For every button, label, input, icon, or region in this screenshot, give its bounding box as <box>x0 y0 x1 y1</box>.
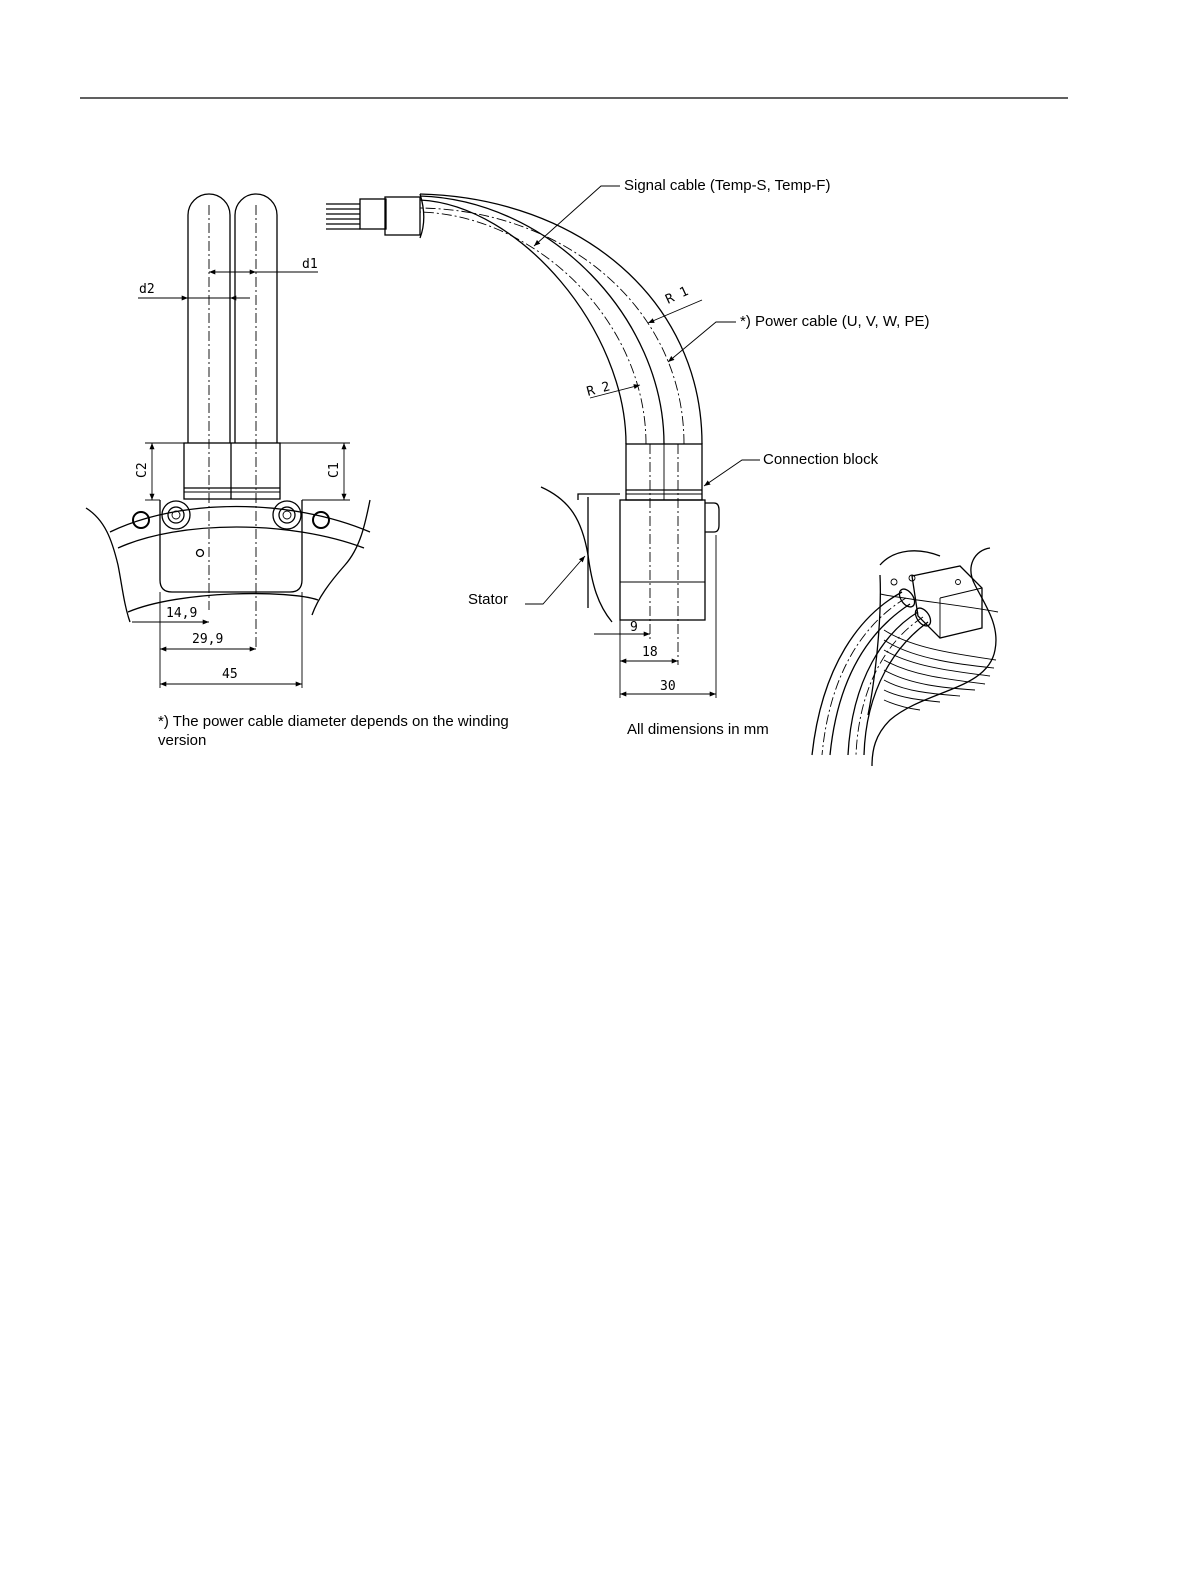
dim-c2: C2 <box>135 462 150 478</box>
dim-30: 30 <box>660 679 676 694</box>
signal-cable-leader <box>534 186 620 246</box>
footnote-line-1: *) The power cable diameter depends on t… <box>158 713 509 730</box>
power-cable-label: *) Power cable (U, V, W, PE) <box>740 313 930 330</box>
dim-9: 9 <box>630 620 638 635</box>
connection-block-label: Connection block <box>763 451 879 468</box>
power-cable-leader <box>668 322 736 362</box>
isometric-view <box>812 548 998 766</box>
dim-d1: d1 <box>302 257 318 272</box>
signal-cable-label: Signal cable (Temp-S, Temp-F) <box>624 177 830 194</box>
front-view <box>86 194 370 688</box>
units-note: All dimensions in mm <box>627 721 769 738</box>
dim-45: 45 <box>222 667 238 682</box>
footnote-line-2: version <box>158 732 206 749</box>
dim-c1: C1 <box>327 462 342 478</box>
dim-r1: R 1 <box>663 284 691 308</box>
connection-block-leader <box>704 460 760 486</box>
dim-d2: d2 <box>139 282 155 297</box>
stator-label: Stator <box>468 591 508 608</box>
side-view <box>326 194 719 698</box>
ring-hole-right <box>313 512 329 528</box>
dim-29-9: 29,9 <box>192 632 223 647</box>
dim-14-9: 14,9 <box>166 606 197 621</box>
dim-r2: R 2 <box>585 379 612 400</box>
dim-18: 18 <box>642 645 658 660</box>
stator-leader <box>525 556 585 604</box>
